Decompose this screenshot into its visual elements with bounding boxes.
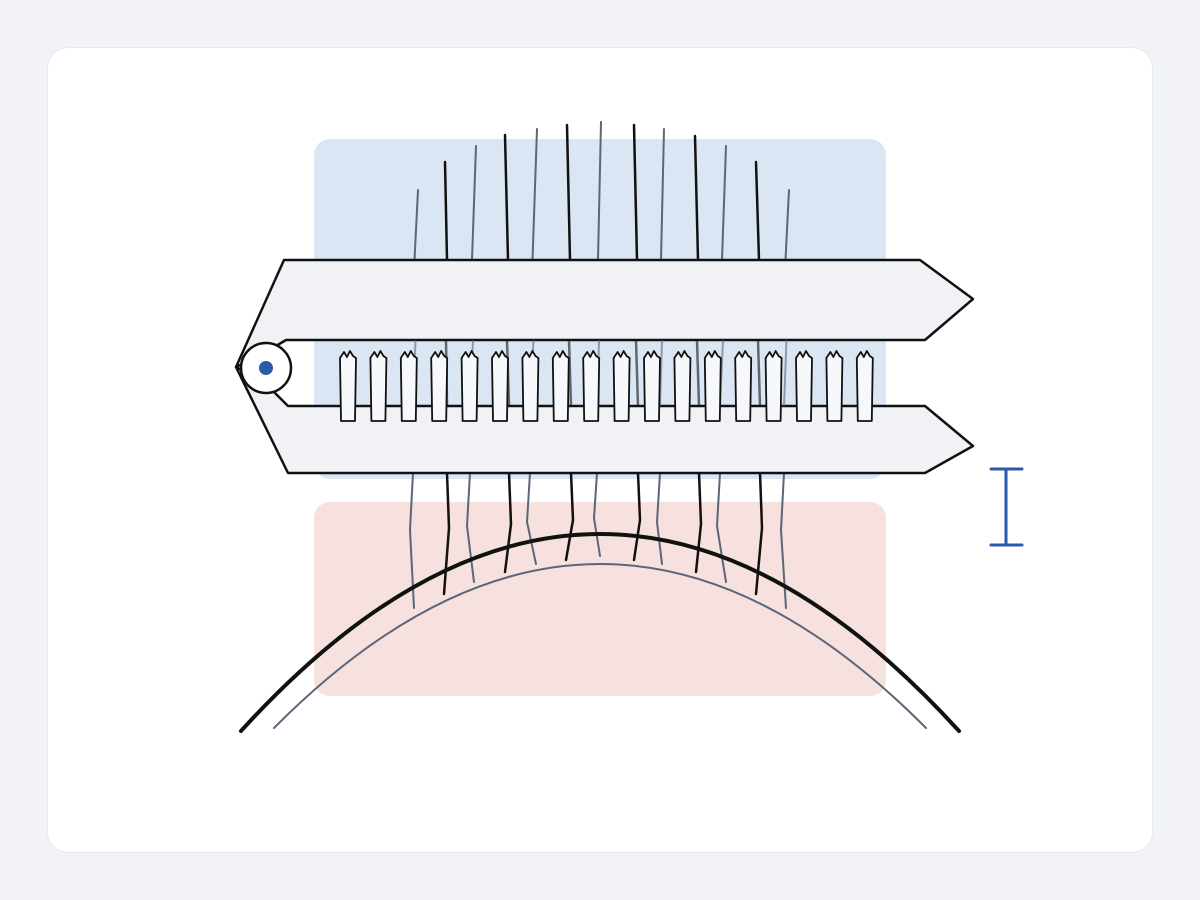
hair-strand (693, 134, 700, 262)
clip-tooth (612, 350, 631, 422)
hair-strand-root (526, 472, 537, 565)
lower-scalp-zone (314, 502, 886, 696)
hair-strand-in-gap (659, 339, 663, 407)
clip-tooth (734, 350, 753, 422)
hair-strand-root (593, 472, 601, 557)
hair-strand (597, 121, 602, 261)
clip-tooth (643, 350, 661, 422)
clip-tooth (399, 350, 418, 422)
hair-strand-in-gap (695, 339, 701, 407)
hair-strand-in-gap (567, 339, 573, 407)
clip-tooth (764, 350, 783, 422)
clip-tooth (460, 350, 479, 422)
clip-tooth (430, 350, 449, 422)
hair-strand (503, 133, 510, 262)
clip-tooth (369, 350, 388, 422)
clip-tooth (551, 350, 570, 422)
scalp-outer-arc (239, 532, 961, 733)
hair-strand (784, 189, 790, 261)
hair-strand (632, 123, 639, 262)
hair-strand (721, 145, 727, 261)
clip-tooth (491, 350, 509, 422)
clip-tooth (855, 350, 874, 422)
diagram-card (48, 48, 1152, 852)
hair-strands-upper (413, 121, 790, 262)
pivot-dot (259, 361, 273, 375)
hair-strand (413, 189, 419, 261)
hair-strand-root (409, 472, 415, 609)
hair-strand (754, 160, 761, 262)
hair-strand-in-gap (634, 339, 640, 407)
hair-strand-in-gap (756, 339, 762, 407)
clip-tooth (521, 350, 540, 422)
hinge-pivot-icon (239, 341, 293, 395)
hair-strand-root (694, 471, 703, 574)
hair-strand-root (503, 471, 513, 574)
hair-strand (565, 123, 572, 262)
hair-strand-root (564, 471, 575, 562)
clip-tooth (703, 350, 722, 422)
hair-strand (471, 145, 477, 261)
hair-strand-root (466, 472, 475, 583)
length-bracket-icon (989, 467, 1024, 547)
hair-strand-root (716, 472, 727, 583)
hair-strand (660, 128, 665, 261)
hair-strand-root (780, 472, 787, 609)
hair-strand-root (656, 472, 663, 565)
hair-strand-in-gap (783, 339, 788, 407)
clip-tooth (582, 350, 601, 422)
hair-strand (531, 128, 538, 261)
clip-tooth (339, 350, 357, 422)
hair-strand (443, 160, 449, 262)
clip-teeth (339, 350, 874, 422)
hair-strand-root (632, 471, 642, 562)
hair-clip-diagram (234, 121, 1024, 733)
clip-tooth (673, 350, 692, 422)
clip-tooth (795, 350, 813, 422)
clip-tooth (825, 350, 844, 422)
scalp-inner-arc (273, 563, 927, 729)
